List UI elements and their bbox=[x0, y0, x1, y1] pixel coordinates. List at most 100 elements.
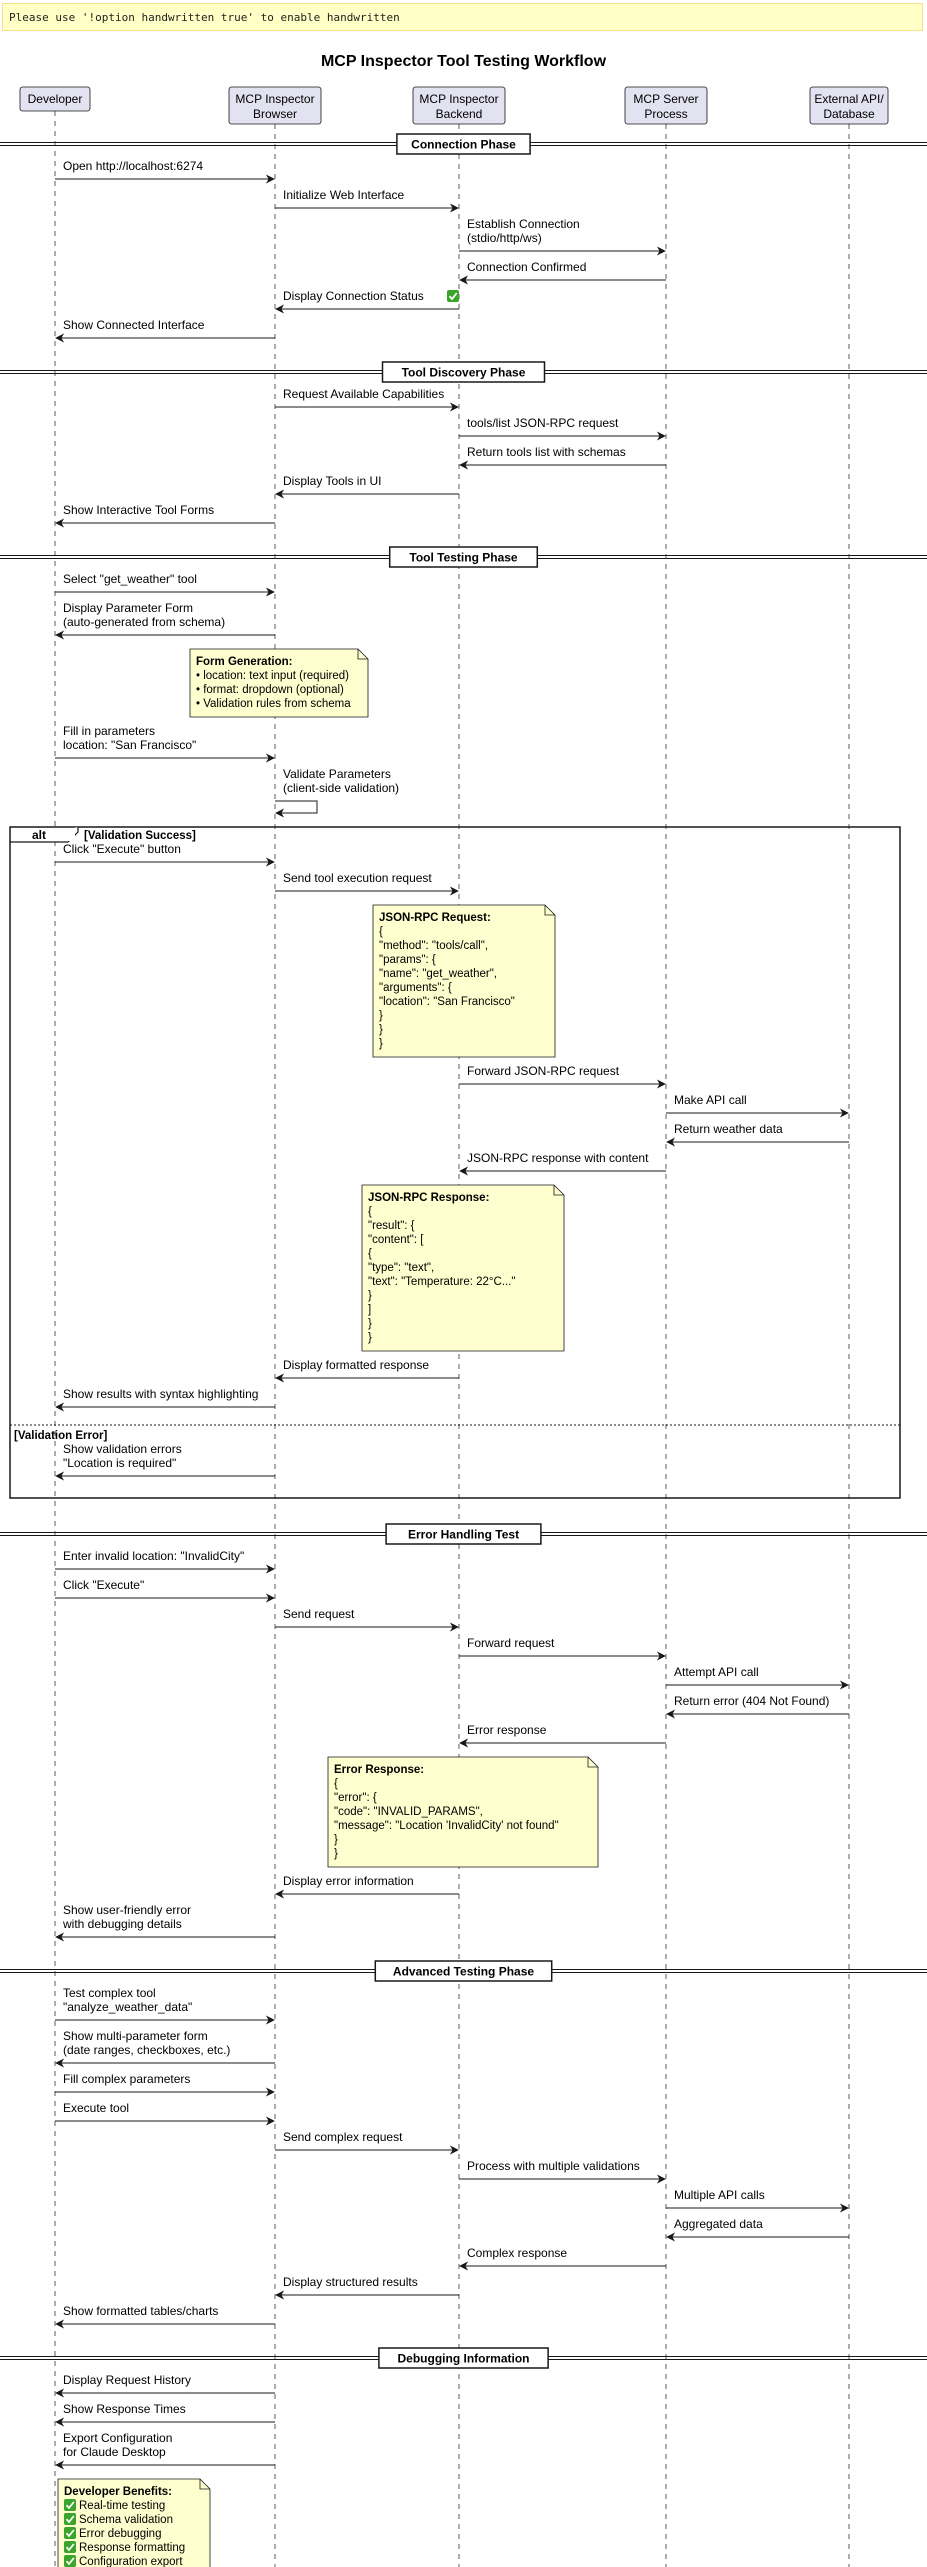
message-arrow: Forward request bbox=[459, 1636, 666, 1661]
alt-keyword: alt bbox=[32, 828, 46, 842]
message-arrow: Return weather data bbox=[666, 1122, 849, 1147]
alt-frame bbox=[9, 826, 901, 1499]
message-label: Send tool execution request bbox=[283, 871, 432, 885]
participant-box bbox=[19, 86, 91, 112]
message-label: Send request bbox=[283, 1607, 355, 1621]
message-label: Display error information bbox=[283, 1874, 414, 1888]
message-label: Display Connection Status bbox=[283, 289, 424, 303]
participant-label: MCP Server bbox=[633, 92, 698, 106]
check-icon-mark bbox=[65, 2557, 75, 2566]
note-box: JSON-RPC Response:{ "result": { "content… bbox=[361, 1184, 565, 1352]
warning-banner: Please use '!option handwritten true' to… bbox=[2, 3, 923, 31]
message-arrow: Click "Execute" button bbox=[55, 842, 275, 867]
note-fold bbox=[553, 1185, 564, 1196]
note-text: ] bbox=[368, 1304, 371, 1316]
message-label: (date ranges, checkboxes, etc.) bbox=[63, 2043, 230, 2057]
message-label: Process with multiple validations bbox=[467, 2159, 640, 2173]
message-label: Return weather data bbox=[674, 1122, 783, 1136]
phase-divider: Advanced Testing Phase bbox=[0, 1960, 927, 1982]
message-label: Display formatted response bbox=[283, 1358, 429, 1372]
note-text: "content": [ bbox=[368, 1234, 424, 1246]
note-heading: Developer Benefits: bbox=[64, 2486, 172, 2498]
message-label: Show Response Times bbox=[63, 2402, 186, 2416]
note-shape bbox=[372, 904, 556, 1058]
self-arrow bbox=[275, 800, 318, 818]
message-label: Display Parameter Form bbox=[63, 601, 193, 615]
message-label: Make API call bbox=[674, 1093, 747, 1107]
check-icon-mark bbox=[65, 2529, 75, 2538]
message-arrow: Show Response Times bbox=[55, 2402, 275, 2427]
participant-api-top: External API/Database bbox=[809, 86, 889, 125]
note-text: { bbox=[379, 926, 383, 938]
message-arrow: Display error information bbox=[275, 1874, 459, 1899]
message-arrow: Display Request History bbox=[55, 2373, 275, 2398]
message-label: Aggregated data bbox=[674, 2217, 763, 2231]
note-fold bbox=[544, 905, 555, 916]
check-icon-mark bbox=[448, 292, 458, 301]
divider-label-box bbox=[378, 2347, 549, 2369]
note-text: } bbox=[368, 1318, 372, 1330]
message-label: Return tools list with schemas bbox=[467, 445, 626, 459]
message-label: Attempt API call bbox=[674, 1665, 759, 1679]
participant-dev-top: Developer bbox=[19, 86, 91, 112]
note-text: } bbox=[379, 1010, 383, 1022]
alt-guard: [Validation Error] bbox=[14, 1430, 107, 1442]
message-label: Initialize Web Interface bbox=[283, 188, 404, 202]
check-icon bbox=[64, 2541, 76, 2553]
message-label: Display Tools in UI bbox=[283, 474, 381, 488]
note-text: • format: dropdown (optional) bbox=[196, 684, 344, 696]
message-arrow: Multiple API calls bbox=[666, 2188, 849, 2213]
phase-divider: Debugging Information bbox=[0, 2347, 927, 2369]
message-label: Establish Connection bbox=[467, 217, 580, 231]
participant-label: MCP Inspector bbox=[419, 92, 498, 106]
note-text: • location: text input (required) bbox=[196, 670, 349, 682]
participant-label: MCP Inspector bbox=[235, 92, 314, 106]
message-label: Show multi-parameter form bbox=[63, 2029, 208, 2043]
message-arrow: Send request bbox=[275, 1607, 459, 1632]
check-icon bbox=[64, 2555, 76, 2567]
note-text: } bbox=[379, 1038, 383, 1050]
note-text: Response formatting bbox=[79, 2542, 185, 2554]
phase-divider: Error Handling Test bbox=[0, 1523, 927, 1545]
phase-divider: Tool Discovery Phase bbox=[0, 361, 927, 383]
message-arrow: Initialize Web Interface bbox=[275, 188, 459, 213]
message-arrow: Attempt API call bbox=[666, 1665, 849, 1690]
divider-label: Tool Testing Phase bbox=[409, 551, 518, 565]
self-message: Validate Parameters(client-side validati… bbox=[275, 767, 399, 818]
message-label: Display Request History bbox=[63, 2373, 191, 2387]
phase-divider: Connection Phase bbox=[0, 133, 927, 155]
message-arrow: Show results with syntax highlighting bbox=[55, 1387, 275, 1412]
message-label: tools/list JSON-RPC request bbox=[467, 416, 619, 430]
check-icon bbox=[447, 290, 459, 302]
message-arrow: Display Tools in UI bbox=[275, 474, 459, 499]
diagram-title: MCP Inspector Tool Testing Workflow bbox=[321, 53, 607, 70]
divider-label: Connection Phase bbox=[411, 138, 516, 152]
message-label: Request Available Capabilities bbox=[283, 387, 444, 401]
message-label: "Location is required" bbox=[63, 1456, 176, 1470]
divider-label-box bbox=[396, 133, 531, 155]
divider-label-box bbox=[388, 546, 539, 568]
divider-label: Error Handling Test bbox=[408, 1528, 519, 1542]
message-arrow: Show validation errors"Location is requi… bbox=[55, 1442, 275, 1481]
message-label: Execute tool bbox=[63, 2101, 129, 2115]
message-label: Fill complex parameters bbox=[63, 2072, 190, 2086]
message-label: Complex response bbox=[467, 2246, 567, 2260]
message-label: with debugging details bbox=[62, 1917, 182, 1931]
check-icon bbox=[64, 2499, 76, 2511]
message-label: Return error (404 Not Found) bbox=[674, 1694, 829, 1708]
check-icon-box bbox=[64, 2555, 76, 2567]
message-label: Test complex tool bbox=[63, 1986, 156, 2000]
message-label: Show validation errors bbox=[63, 1442, 182, 1456]
participant-box bbox=[412, 86, 506, 125]
participant-label: Developer bbox=[28, 92, 83, 106]
message-arrow: Fill complex parameters bbox=[55, 2072, 275, 2097]
participant-label: Backend bbox=[436, 107, 483, 121]
message-label: Error response bbox=[467, 1723, 547, 1737]
note-text: } bbox=[334, 1834, 338, 1846]
note-text: "result": { bbox=[368, 1220, 415, 1232]
divider-label: Advanced Testing Phase bbox=[393, 1965, 534, 1979]
message-arrow: Establish Connection(stdio/http/ws) bbox=[459, 217, 666, 256]
